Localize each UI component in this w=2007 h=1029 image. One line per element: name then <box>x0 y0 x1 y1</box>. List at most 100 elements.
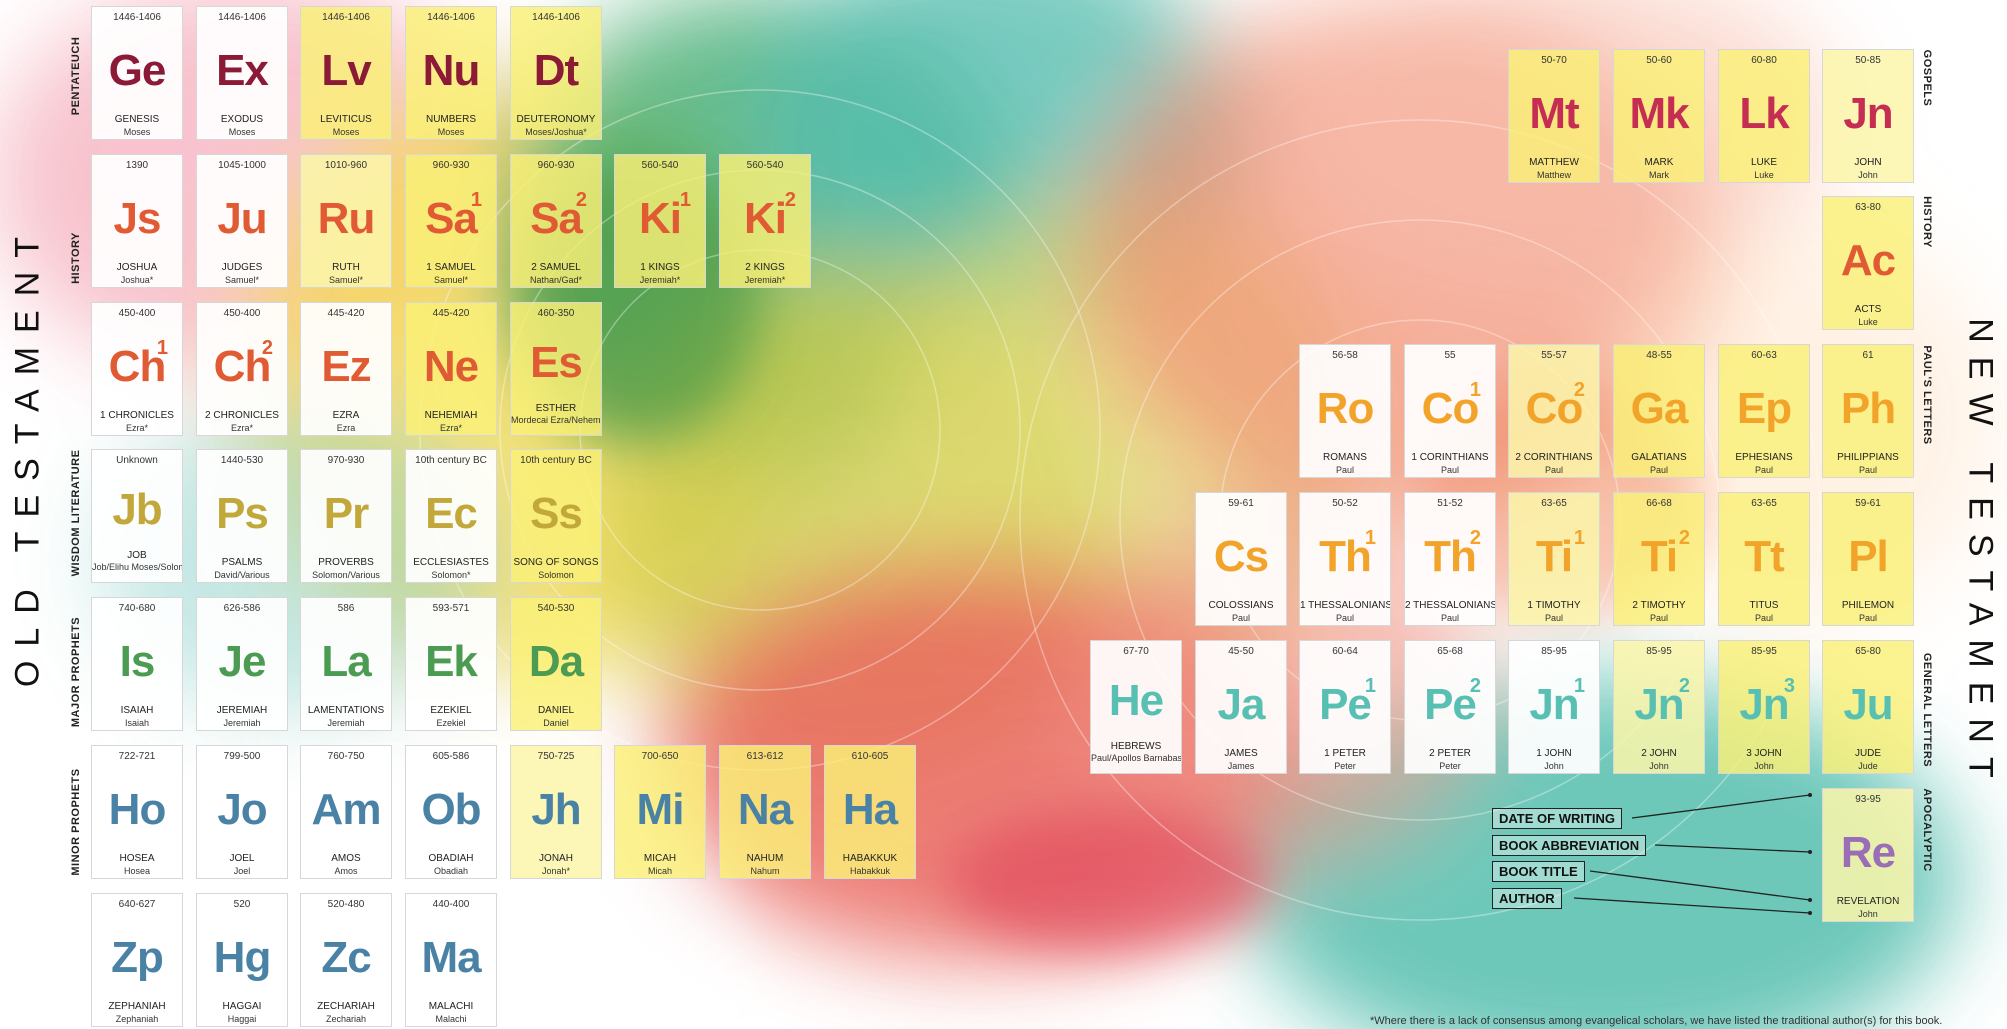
book-abbreviation: Ac <box>1840 236 1896 285</box>
book-author: Ezra* <box>125 423 148 433</box>
book-date: 1446-1406 <box>322 12 370 23</box>
book-abbreviation: Ga <box>1630 384 1689 433</box>
book-date: 722-721 <box>118 751 156 762</box>
book-abbreviation: Ec <box>425 489 478 538</box>
book-title: EPHESIANS <box>1735 452 1793 463</box>
book-author: Samuel* <box>328 275 364 285</box>
book-title: PHILEMON <box>1841 600 1895 611</box>
book-number-superscript: 1 <box>1469 379 1481 401</box>
book-author: Paul <box>1440 465 1459 475</box>
book-author: Matthew <box>1536 170 1571 180</box>
book-author: Mark <box>1649 170 1669 180</box>
book-author: Moses <box>123 127 151 137</box>
book-author: Moses/Joshua* <box>525 127 587 137</box>
book-title: 1 CORINTHIANS <box>1411 452 1489 463</box>
book-number-superscript: 2 <box>1469 675 1481 697</box>
book-abbreviation: Ne <box>423 342 479 391</box>
book-author: Joshua* <box>120 275 154 285</box>
book-abbreviation: Jh <box>531 785 581 834</box>
book-title: 2 CORINTHIANS <box>1515 452 1593 463</box>
book-title: DEUTERONOMY <box>516 114 596 125</box>
book-abbreviation: La <box>321 637 371 686</box>
book-abbreviation: Ch <box>213 342 272 391</box>
book-date: 540-530 <box>537 603 575 614</box>
book-author: Ezekiel <box>436 718 466 728</box>
book-author: Ezra* <box>230 423 253 433</box>
book-title: EZEKIEL <box>430 705 472 716</box>
book-title: 2 TIMOTHY <box>1632 600 1686 611</box>
book-abbreviation: Sa <box>425 194 478 243</box>
book-abbreviation: Dt <box>533 46 579 95</box>
book-author: Paul <box>1335 613 1354 623</box>
book-title: SONG OF SONGS <box>513 557 599 568</box>
book-title: COLOSSIANS <box>1208 600 1274 611</box>
book-abbreviation: Na <box>737 785 793 834</box>
book-author: Ezra* <box>439 423 462 433</box>
book-date: 1440-530 <box>220 455 264 466</box>
book-title: JOB <box>127 550 147 561</box>
book-abbreviation: Th <box>1424 532 1477 581</box>
book-title: HABAKKUK <box>842 853 898 864</box>
book-date: 460-350 <box>537 308 575 319</box>
book-abbreviation: Js <box>113 194 162 243</box>
book-abbreviation: Ha <box>842 785 898 834</box>
book-author: Paul <box>1754 465 1773 475</box>
book-abbreviation: Co <box>1525 384 1584 433</box>
book-abbreviation: Ti <box>1535 532 1573 581</box>
book-title: JOHN <box>1854 157 1882 168</box>
book-author: Peter <box>1439 761 1461 771</box>
book-abbreviation: Ph <box>1840 384 1896 433</box>
book-date: 10th century BC <box>415 455 487 466</box>
book-date: 85-95 <box>1646 646 1672 657</box>
book-author: Obadiah <box>433 866 469 876</box>
book-date: 1010-960 <box>324 160 368 171</box>
book-date: 450-400 <box>223 308 261 319</box>
book-date: 85-95 <box>1541 646 1567 657</box>
book-number-superscript: 1 <box>470 189 482 211</box>
book-abbreviation: Ro <box>1316 384 1375 433</box>
book-date: 1390 <box>125 160 149 171</box>
book-title: MICAH <box>643 853 677 864</box>
book-abbreviation: Ge <box>108 46 167 95</box>
book-date: 63-65 <box>1541 498 1567 509</box>
book-title: JONAH <box>539 853 573 864</box>
book-author: Zechariah <box>325 1014 367 1024</box>
book-abbreviation: Ss <box>530 489 583 538</box>
book-title: AMOS <box>331 853 361 864</box>
book-abbreviation: Jn <box>1843 89 1893 138</box>
book-date: 520 <box>233 899 251 910</box>
book-author: Jeremiah <box>327 718 365 728</box>
book-abbreviation: Is <box>119 637 156 686</box>
book-author: Moses <box>332 127 360 137</box>
book-title: LUKE <box>1750 157 1778 168</box>
book-number-superscript: 2 <box>784 189 796 211</box>
footnote: *Where there is a lack of consensus amon… <box>1370 1015 1943 1027</box>
book-date: 610-605 <box>851 751 889 762</box>
book-author: Solomon/Various <box>312 570 380 580</box>
book-date: 960-930 <box>432 160 470 171</box>
book-date: 60-80 <box>1751 55 1777 66</box>
book-number-superscript: 1 <box>1573 527 1585 549</box>
book-date: 65-80 <box>1855 646 1881 657</box>
book-title: OBADIAH <box>428 853 474 864</box>
book-abbreviation: Ez <box>321 342 371 391</box>
book-abbreviation: Ju <box>1843 680 1893 729</box>
